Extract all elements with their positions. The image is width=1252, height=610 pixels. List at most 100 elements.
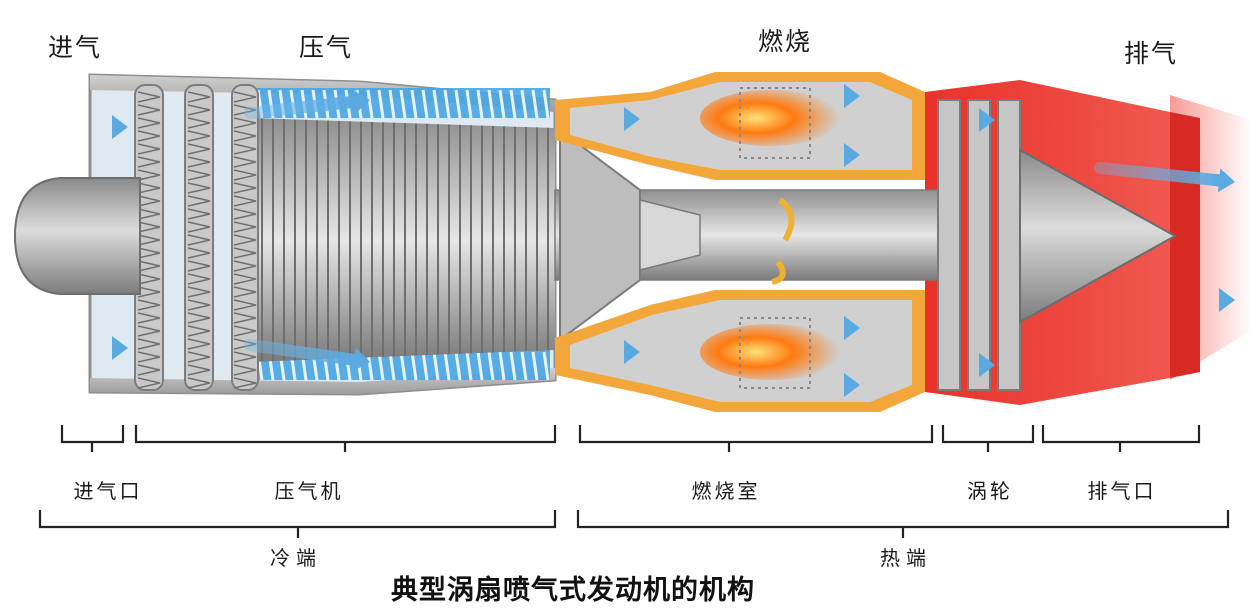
fan-tooth <box>233 247 257 259</box>
fan-tooth <box>187 221 211 233</box>
stage-label-compression: 压气 <box>298 33 354 62</box>
blade-stripe <box>465 89 473 119</box>
fan-tooth <box>233 156 257 168</box>
fan-tooth <box>233 130 257 142</box>
fan-tooth <box>187 117 211 129</box>
airflow-arrows <box>0 84 1235 397</box>
fan-tooth <box>187 169 211 181</box>
fan-tooth <box>137 338 161 350</box>
fan-tooth <box>187 247 211 259</box>
fan-tooth <box>187 338 211 350</box>
blade-stripe <box>443 89 451 119</box>
fan-tooth <box>137 364 161 376</box>
blade-stripe <box>487 89 495 119</box>
flow-arrowhead <box>844 84 860 108</box>
fan-tooth <box>187 351 211 363</box>
fan-tooth <box>187 364 211 376</box>
flow-arrowhead <box>624 340 640 364</box>
blade-stripe <box>410 351 418 381</box>
bracket-compressor <box>134 425 557 452</box>
engine-illustration <box>0 72 1252 412</box>
flow-arrowhead <box>979 108 995 132</box>
bracket-cold <box>38 510 557 538</box>
fan-tooth <box>137 182 161 194</box>
diagram-caption: 典型涡扇喷气式发动机的机构 <box>391 575 755 606</box>
blade-stripe <box>421 89 429 119</box>
tail-cone <box>1019 148 1178 324</box>
blade-stripe <box>388 89 396 119</box>
blade-stripe <box>531 351 539 381</box>
fan-teeth <box>137 91 257 389</box>
blade-stripe <box>509 351 517 381</box>
fan-tooth <box>233 234 257 246</box>
fan-tooth <box>137 221 161 233</box>
flow-arrowhead <box>112 336 128 360</box>
fan-tooth <box>187 299 211 311</box>
blade-stripe <box>377 89 385 119</box>
fan-tooth <box>137 260 161 272</box>
fan-tooth <box>187 208 211 220</box>
fan-tooth <box>137 299 161 311</box>
stage-label-combustion: 燃烧 <box>757 27 813 56</box>
fan-tooth <box>187 234 211 246</box>
bracket-inlet <box>60 425 125 452</box>
blade-stripe <box>520 351 528 381</box>
fan-tooth <box>233 169 257 181</box>
blade-stripe <box>476 351 484 381</box>
stage-label-exhaust: 排气 <box>1123 39 1179 68</box>
fan-tooth <box>137 351 161 363</box>
fan-tooth <box>137 91 161 103</box>
bracket-combustor <box>578 425 934 452</box>
flow-arrowhead <box>352 89 370 114</box>
fan-tooth <box>187 312 211 324</box>
bracket-hot <box>576 510 1230 538</box>
stage-label-intake: 进气 <box>47 33 103 62</box>
section-brackets <box>38 425 1230 538</box>
blade-stripe <box>432 89 440 119</box>
fan-tooth <box>233 260 257 272</box>
blade-stripe <box>542 89 550 119</box>
flow-arrowhead <box>112 115 128 139</box>
fan-tooth <box>233 208 257 220</box>
fan-tooth <box>137 156 161 168</box>
blade-stripe <box>487 351 495 381</box>
blade-stripe <box>498 89 506 119</box>
compressor-drum-rings <box>261 118 549 362</box>
fan-tooth <box>137 377 161 389</box>
fan-tooth <box>187 195 211 207</box>
flow-arrow <box>244 95 361 119</box>
blade-stripe <box>509 89 517 119</box>
fan-tooth <box>137 208 161 220</box>
blade-stripe <box>454 89 462 119</box>
turbine-stages <box>937 99 1021 391</box>
fan-tooth <box>137 130 161 142</box>
fan-tooth <box>137 143 161 155</box>
section-label-inlet: 进气口 <box>73 479 143 503</box>
blade-stripe <box>531 89 539 119</box>
section-label-nozzle: 排气口 <box>1087 479 1157 503</box>
fan-tooth <box>137 117 161 129</box>
fan-tooth <box>233 221 257 233</box>
fan-tooth <box>233 299 257 311</box>
fan-tooth <box>137 195 161 207</box>
flow-arrowhead <box>1217 168 1235 193</box>
section-label-combustor: 燃烧室 <box>691 479 761 503</box>
compressor-drum <box>250 118 555 362</box>
end-label-hot: 热端 <box>880 546 932 570</box>
fan-tooth <box>137 325 161 337</box>
flow-arrowhead <box>1219 288 1235 312</box>
fan-tooth <box>187 156 211 168</box>
blade-stripe <box>399 89 407 119</box>
fan-tooth <box>233 195 257 207</box>
blade-stripe <box>399 351 407 381</box>
bracket-turbine <box>941 425 1035 452</box>
fan-tooth <box>187 143 211 155</box>
fan-tooth <box>233 286 257 298</box>
fan-tooth <box>187 273 211 285</box>
fan-tooth <box>233 312 257 324</box>
fan-tooth <box>233 351 257 363</box>
section-label-turbine: 涡轮 <box>967 479 1013 503</box>
fan-tooth <box>137 234 161 246</box>
fan-tooth <box>233 377 257 389</box>
combustor-upper <box>555 72 925 180</box>
